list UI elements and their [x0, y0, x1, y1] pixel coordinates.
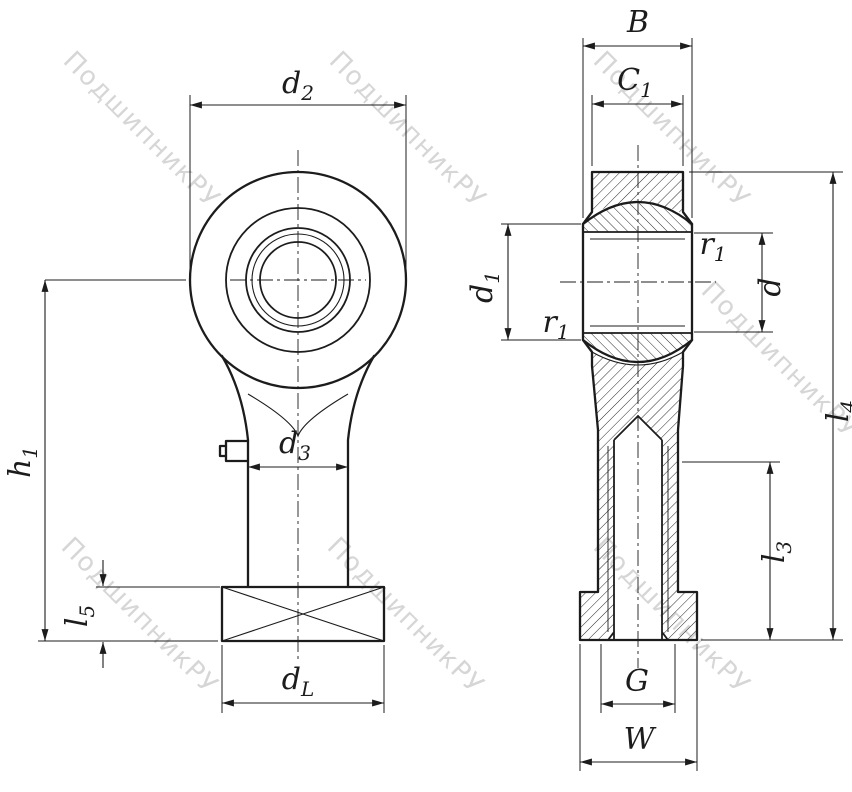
- dim-B: B: [582, 5, 693, 218]
- dim-l5: l5: [60, 560, 220, 668]
- label-d1: d1: [465, 271, 504, 303]
- head-bore-circles: [225, 207, 371, 353]
- shank-outline: [220, 354, 376, 589]
- label-B: B: [626, 5, 649, 40]
- label-d3: d3: [279, 426, 311, 465]
- label-W: W: [624, 722, 657, 757]
- dim-G: G: [600, 644, 676, 713]
- base-flat-cross: [221, 586, 385, 642]
- label-l5: l5: [60, 605, 99, 627]
- dim-d: d: [694, 232, 788, 333]
- label-l3: l3: [757, 541, 796, 563]
- watermarks: ПодшипникРУ ПодшипникРУ ПодшипникРУ Подш…: [55, 46, 852, 701]
- eye-arch-edge: [247, 393, 349, 438]
- dim-d2: d2: [189, 66, 407, 272]
- label-h1: h1: [3, 446, 42, 478]
- dim-d1: d1: [465, 223, 581, 341]
- front-view: d2 h1 l5 d3 dL: [3, 66, 408, 713]
- ball-bottom-hatch: [583, 333, 692, 362]
- ball-bore-chamfer-lines: [590, 238, 685, 327]
- dim-d3: d3: [247, 426, 348, 471]
- label-r1-upper: r1: [699, 227, 726, 266]
- housing-inner-edge: [591, 351, 684, 366]
- label-C1: C1: [617, 63, 653, 102]
- ball-top-hatch: [583, 202, 692, 232]
- dim-C1: C1: [591, 63, 684, 166]
- label-G: G: [625, 664, 649, 699]
- threaded-hole-outline: [607, 414, 669, 641]
- ball-bore-lines: [583, 231, 692, 334]
- dim-dL: dL: [221, 645, 385, 713]
- label-l4: l4: [821, 400, 852, 422]
- watermark-text: ПодшипникРУ: [57, 46, 226, 215]
- head-outer-circle: [188, 170, 408, 390]
- front-centerlines: [230, 150, 366, 662]
- dim-h1: h1: [3, 279, 218, 642]
- housing-top-hatch: [592, 172, 683, 214]
- dim-l4: l4: [689, 171, 852, 641]
- watermark-text: ПодшипникРУ: [323, 46, 492, 215]
- label-d2: d2: [282, 66, 314, 105]
- label-dL: dL: [282, 662, 315, 701]
- label-d: d: [753, 277, 788, 296]
- section-view: B C1 d1 d r1 r1 l4: [465, 5, 852, 771]
- dim-l3: l3: [682, 461, 796, 640]
- dim-W: W: [579, 644, 698, 771]
- thread-crest-lines: [607, 446, 669, 632]
- label-r1-lower: r1: [542, 305, 569, 344]
- watermark-text: ПодшипникРУ: [321, 532, 490, 701]
- grease-nipple-boss: [218, 439, 250, 463]
- ball-sphere-arcs: [581, 200, 694, 364]
